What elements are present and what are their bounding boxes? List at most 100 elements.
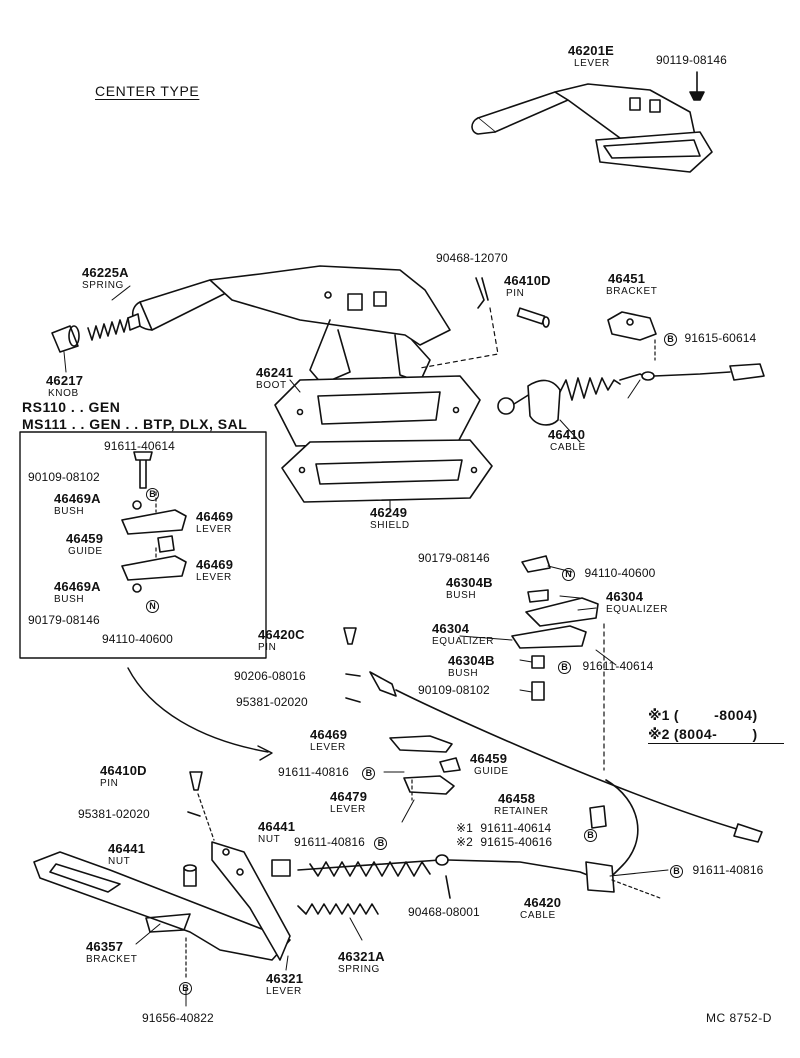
callout-91611-40816-b-number: 91611-40816 [294, 835, 365, 849]
callout-46241-number: 46241 [256, 365, 294, 380]
inset-box [19, 431, 267, 659]
callout-91615-40616-note2: ※2 91615-40616 [456, 836, 552, 848]
callout-95381-lower-number: 95381-02020 [78, 807, 150, 821]
inset-parts-drawing [121, 451, 187, 593]
callout-46410-number: 46410 [548, 427, 586, 442]
equalizer-drawing [511, 555, 605, 771]
b-badge: B [670, 865, 683, 878]
callout-90468-08001-number: 90468-08001 [408, 905, 480, 919]
callout-46357-number: 46357 [86, 939, 124, 954]
callout-46217-number: 46217 [46, 373, 84, 388]
callout-46441-right-number: 46441 [258, 819, 296, 834]
callout-46304B-upper-name: BUSH [446, 590, 477, 601]
callout-46469-upper-name: LEVER [196, 524, 232, 535]
callout-46321-number: 46321 [266, 971, 304, 986]
callout-46469-lower-name: LEVER [196, 572, 232, 583]
callout-91611-40816-c-number: 91611-40816 [692, 863, 764, 877]
callout-90109-number: 90109-08102 [418, 683, 490, 697]
pin-and-clip-drawing [419, 277, 550, 369]
callout-46479-name: LEVER [330, 804, 366, 815]
callout-46304B-lower-number: 46304B [448, 653, 495, 668]
callout-91611-40614-note1-number: 91611-40614 [480, 821, 552, 835]
callout-91611-40816-b: 91611-40816 B [294, 835, 388, 850]
callout-91611-40614-number: 91611-40614 [582, 659, 654, 673]
cable-46420-drawing [297, 779, 661, 899]
callout-46304B-upper-number: 46304B [446, 575, 493, 590]
b-badge: B [374, 837, 388, 850]
reference-arrowhead [257, 745, 273, 761]
callout-46357-name: BRACKET [86, 954, 138, 965]
callout-46304-upper-name: EQUALIZER [606, 604, 669, 615]
callout-46459-mid-name: GUIDE [474, 766, 509, 777]
callout-46469-mid-number: 46469 [310, 727, 348, 742]
callout-46249-number: 46249 [370, 505, 408, 520]
callout-46304-lower-name: EQUALIZER [432, 636, 495, 647]
callout-46410D-lower-name: PIN [100, 778, 119, 789]
callout-46469-upper-number: 46469 [196, 509, 234, 524]
cable-46410-drawing [497, 363, 765, 426]
callout-46458-name: RETAINER [494, 806, 549, 817]
middle-levers-drawing [389, 735, 461, 801]
callout-46321-name: LEVER [266, 986, 302, 997]
b-badge: B [558, 661, 571, 674]
callout-90109-inset-number: 90109-08102 [28, 470, 100, 484]
legend-note-2-range: (8004- ) [673, 726, 758, 742]
legend-note-1-range: ( -8004) [673, 707, 758, 723]
bottom-bracket-drawing [33, 771, 379, 981]
callout-46304-lower-number: 46304 [432, 621, 470, 636]
callout-46420C-name: PIN [258, 642, 277, 653]
b-badge: B [362, 767, 376, 780]
callout-46420-number: 46420 [524, 895, 562, 910]
callout-90119-number: 90119-08146 [656, 53, 727, 67]
callout-46459-inset-number: 46459 [66, 531, 104, 546]
callout-46459-mid-number: 46459 [470, 751, 508, 766]
callout-46249-name: SHIELD [370, 520, 410, 531]
b-badge: B [179, 982, 192, 995]
callout-91615-60614: B 91615-60614 [664, 332, 756, 346]
callout-46441-left-name: NUT [108, 856, 131, 867]
callout-94110-40600-number: 94110-40600 [584, 566, 656, 580]
callout-90468-12070-number: 90468-12070 [436, 251, 508, 265]
long-cable-drawing [369, 671, 763, 843]
callout-94110-inset-number: 94110-40600 [102, 632, 173, 646]
callout-91615-40616-note2-number: 91615-40616 [480, 835, 553, 849]
callout-46241-name: BOOT [256, 380, 287, 391]
main-lever-drawing [51, 265, 493, 503]
callout-46321A-name: SPRING [338, 964, 380, 975]
callout-46321A-number: 46321A [338, 949, 385, 964]
n-badge: N [146, 600, 159, 613]
callout-46410D-lower-number: 46410D [100, 763, 147, 778]
callout-46469A-upper-name: BUSH [54, 506, 85, 517]
leader-lines [63, 285, 669, 1007]
callout-46441-left-number: 46441 [108, 841, 146, 856]
callout-46469-mid-name: LEVER [310, 742, 346, 753]
callout-46410-name: CABLE [550, 442, 586, 453]
callout-91611-40816-a-number: 91611-40816 [278, 765, 349, 779]
callout-91611-40816-a: 91611-40816 B [278, 765, 376, 780]
callout-90179-number: 90179-08146 [418, 551, 490, 565]
callout-46469-lower-number: 46469 [196, 557, 234, 572]
legend-note-2: ※2 (8004- ) [648, 727, 758, 743]
callout-46410D-name: PIN [506, 288, 525, 299]
legend-underline [648, 743, 784, 744]
callout-46410D-number: 46410D [504, 273, 551, 288]
model-line-2: MS111 . . GEN . . BTP, DLX, SAL [22, 416, 248, 432]
callout-46225A-name: SPRING [82, 280, 124, 291]
reference-arrow [127, 667, 269, 753]
callout-91611-40614-inset-number: 91611-40614 [104, 439, 175, 453]
callout-46469A-lower-name: BUSH [54, 594, 85, 605]
callout-90179-inset-number: 90179-08146 [28, 613, 100, 627]
lever-46201E-drawing [471, 71, 713, 173]
b-badge: B [584, 829, 597, 842]
callout-46451-number: 46451 [608, 271, 646, 286]
callout-46458-number: 46458 [498, 791, 536, 806]
callout-46201E-number: 46201E [568, 43, 615, 58]
callout-46469A-lower-number: 46469A [54, 579, 101, 594]
callout-46225A-number: 46225A [82, 265, 129, 280]
callout-46420-name: CABLE [520, 910, 556, 921]
callout-46201E-name: LEVER [574, 58, 610, 69]
legend-note-1: ※1 ( -8004) [648, 708, 758, 724]
callout-90206-number: 90206-08016 [234, 669, 306, 683]
callout-46469A-upper-number: 46469A [54, 491, 101, 506]
catalog-code: MC 8752-D [706, 1011, 772, 1025]
